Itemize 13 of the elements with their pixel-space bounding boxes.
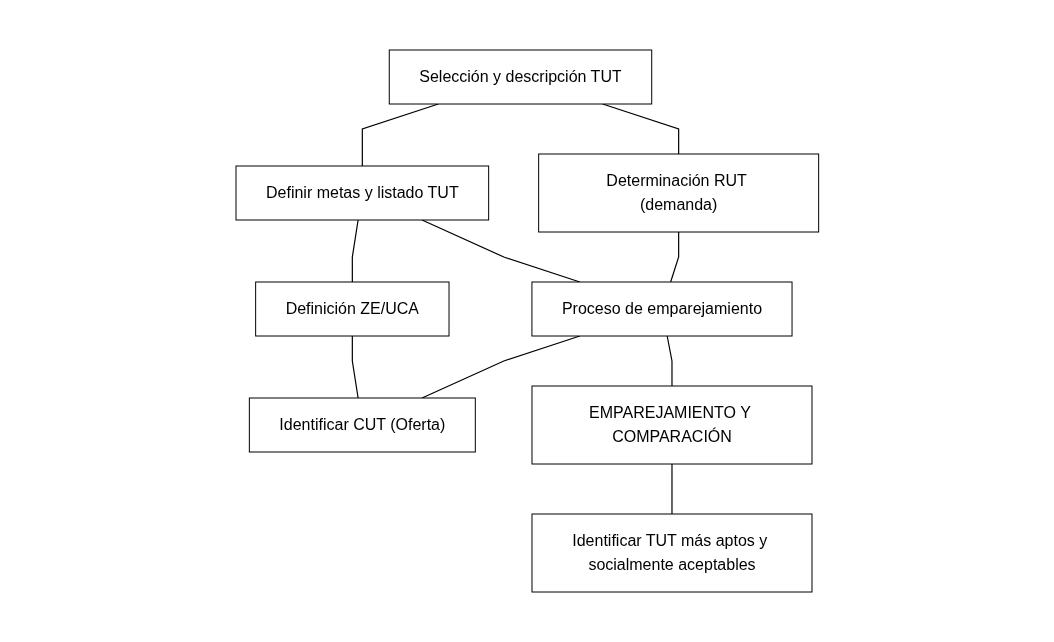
node-box: Determinación RUT (demanda) bbox=[537, 153, 819, 233]
node-box: Definir metas y listado TUT bbox=[235, 165, 489, 221]
connector bbox=[671, 463, 673, 515]
node-box: Proceso de emparejamiento bbox=[531, 281, 793, 337]
node-box: Identificar CUT (Oferta) bbox=[248, 397, 476, 453]
connector bbox=[669, 231, 679, 283]
node-box: Selección y descripción TUT bbox=[388, 49, 652, 105]
node-box: Identificar TUT más aptos y socialmente aceptables bbox=[531, 513, 813, 593]
connector bbox=[351, 335, 359, 399]
connector bbox=[666, 335, 673, 387]
node-box: Definición ZE/UCA bbox=[254, 281, 450, 337]
node-box: EMPAREJAMIENTO Y COMPARACIÓN bbox=[531, 385, 813, 465]
connector bbox=[351, 219, 359, 283]
